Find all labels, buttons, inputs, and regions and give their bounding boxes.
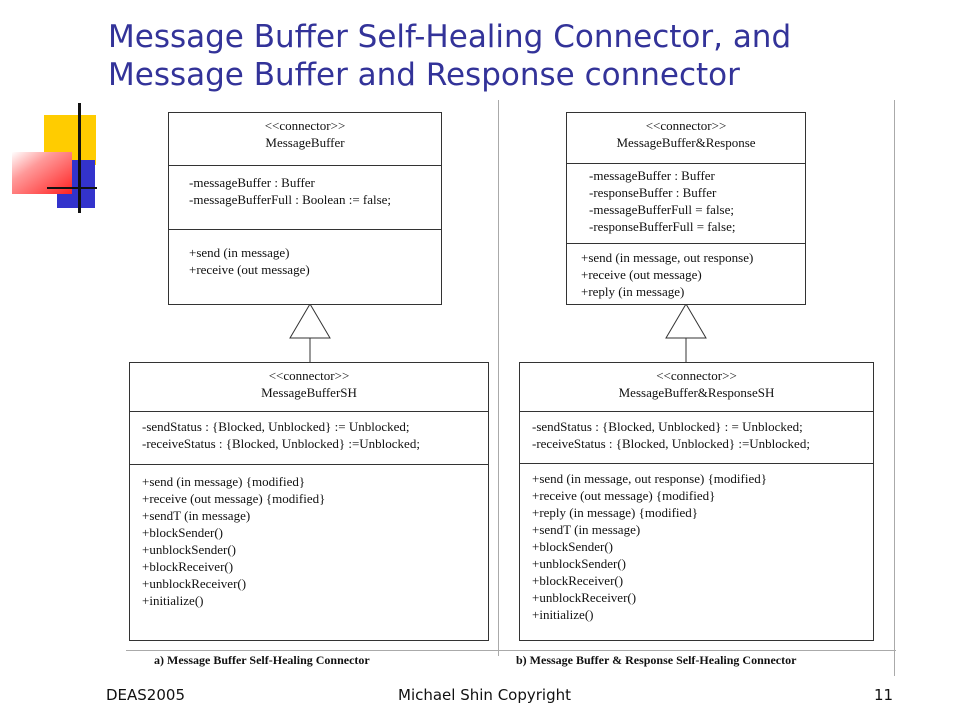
operation-line: +receive (out message) {modified} — [532, 488, 716, 503]
attribute-line: -messageBufferFull : Boolean := false; — [189, 192, 392, 207]
class-name: MessageBuffer — [265, 135, 345, 150]
operation-line: +reply (in message) {modified} — [532, 505, 699, 520]
generalization-triangle-left — [289, 303, 331, 339]
operation-line: +send (in message) — [189, 245, 290, 260]
uml-diagram: <<connector>> MessageBuffer -messageBuff… — [106, 100, 896, 680]
attribute-line: -messageBufferFull = false; — [589, 202, 734, 217]
class-messagebuffer: <<connector>> MessageBuffer -messageBuff… — [168, 112, 442, 305]
attribute-line: -messageBuffer : Buffer — [189, 175, 315, 190]
footer-center: Michael Shin Copyright — [398, 686, 571, 704]
slide-title: Message Buffer Self-Healing Connector, a… — [108, 19, 792, 93]
deco-horizontal-line — [47, 187, 97, 189]
operation-line: +send (in message, out response) {modifi… — [532, 471, 767, 486]
generalization-triangle-right — [665, 303, 707, 339]
attribute-line: -messageBuffer : Buffer — [589, 168, 715, 183]
class-name: MessageBufferSH — [261, 385, 357, 400]
operation-line: +initialize() — [532, 607, 594, 622]
operation-line: +receive (out message) — [189, 262, 310, 277]
operation-line: +blockReceiver() — [532, 573, 624, 588]
operation-line: +unblockSender() — [142, 542, 236, 557]
operation-line: +reply (in message) — [581, 284, 685, 299]
operation-line: +unblockSender() — [532, 556, 626, 571]
operation-line: +sendT (in message) — [142, 508, 251, 523]
deco-vertical-line — [78, 103, 81, 213]
operation-line: +blockSender() — [532, 539, 613, 554]
class-name: MessageBuffer&ResponseSH — [618, 385, 775, 400]
attribute-line: -sendStatus : {Blocked, Unblocked} := Un… — [142, 419, 410, 434]
attribute-line: -receiveStatus : {Blocked, Unblocked} :=… — [532, 436, 810, 451]
stereotype-label: <<connector>> — [656, 368, 737, 383]
generalization-arrows — [289, 303, 707, 362]
operation-line: +initialize() — [142, 593, 204, 608]
operation-line: +unblockReceiver() — [142, 576, 247, 591]
class-messagebuffer-responsesh: <<connector>> MessageBuffer&ResponseSH -… — [519, 362, 874, 641]
class-messagebuffersh: <<connector>> MessageBufferSH -sendStatu… — [129, 362, 489, 641]
stereotype-label: <<connector>> — [268, 368, 350, 383]
divider-horizontal — [126, 650, 896, 651]
operation-line: +receive (out message) {modified} — [142, 491, 326, 506]
stereotype-label: <<connector>> — [645, 118, 727, 133]
attribute-line: -sendStatus : {Blocked, Unblocked} : = U… — [532, 419, 803, 434]
attribute-line: -receiveStatus : {Blocked, Unblocked} :=… — [142, 436, 420, 451]
divider-right-edge — [894, 100, 895, 676]
operation-line: +blockSender() — [142, 525, 223, 540]
class-name: MessageBuffer&Response — [616, 135, 756, 150]
operation-line: +blockReceiver() — [142, 559, 234, 574]
operation-line: +unblockReceiver() — [532, 590, 637, 605]
caption-left: a) Message Buffer Self-Healing Connector — [154, 653, 370, 667]
operation-line: +receive (out message) — [581, 267, 702, 282]
attribute-line: -responseBuffer : Buffer — [589, 185, 717, 200]
footer-left: DEAS2005 — [106, 686, 185, 704]
attribute-line: -responseBufferFull = false; — [589, 219, 736, 234]
class-messagebuffer-response: <<connector>> MessageBuffer&Response -me… — [566, 112, 806, 305]
caption-right: b) Message Buffer & Response Self-Healin… — [516, 653, 797, 667]
operation-line: +send (in message, out response) — [581, 250, 754, 265]
operation-line: +sendT (in message) — [532, 522, 641, 537]
operation-line: +send (in message) {modified} — [142, 474, 306, 489]
stereotype-label: <<connector>> — [264, 118, 346, 133]
page-number: 11 — [874, 686, 894, 704]
divider-vertical — [498, 100, 499, 656]
